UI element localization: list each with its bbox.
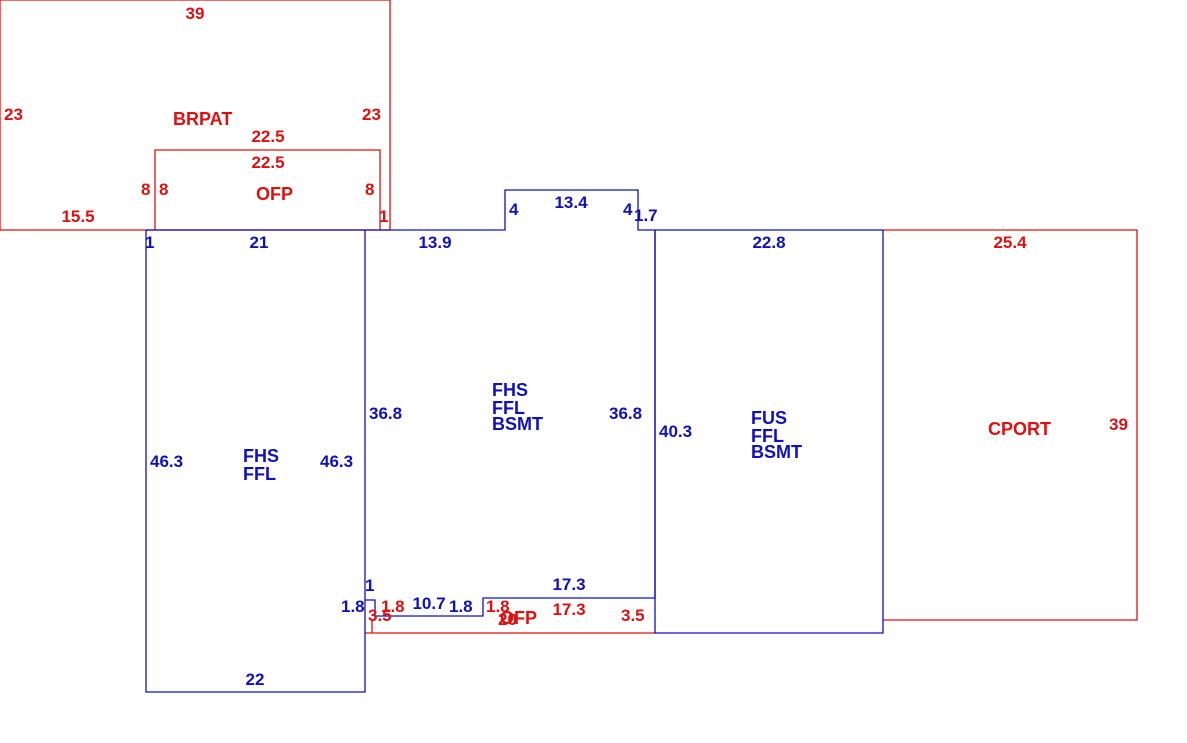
middle-dim-top-right: 1.7	[634, 206, 658, 225]
brpat-dim-right: 23	[362, 105, 381, 124]
west-dim-left: 46.3	[150, 452, 183, 471]
west-label-1: FHS	[243, 446, 279, 466]
cport-label: CPORT	[988, 419, 1051, 439]
middle-label-1: FHS	[492, 380, 528, 400]
ofp-top-dim-left: 8	[159, 180, 168, 199]
middle-dim-bump-right: 4	[623, 200, 633, 219]
ofp-bottom-label: OFP	[500, 608, 537, 628]
west-dim-bottom: 22	[246, 670, 265, 689]
middle-label-3: BSMT	[492, 414, 543, 434]
brpat-dim-left: 23	[4, 105, 23, 124]
brpat-label: BRPAT	[173, 109, 232, 129]
ofp-bottom-dim-left: 3.5	[368, 606, 392, 625]
brpat-dim-notch-right: 1	[379, 207, 388, 226]
cport-outline	[883, 229, 1138, 621]
east-label-1: FUS	[751, 408, 787, 428]
blue-outlines	[145, 189, 884, 693]
ofp-top-dim-top: 22.5	[251, 153, 284, 172]
red-outlines	[0, 0, 1138, 634]
east-dim-left: 40.3	[659, 422, 692, 441]
west-dim-top: 21	[250, 233, 269, 252]
ofp-bottom-dim-center: 20	[498, 610, 517, 629]
middle-dim-bottom-e: 1.8	[486, 597, 510, 616]
west-dim-top-corner: 1	[145, 233, 154, 252]
east-dim-top: 22.8	[752, 233, 785, 252]
ofp-top-outline	[154, 149, 381, 230]
east-label-3: BSMT	[751, 442, 802, 462]
middle-dim-bottom-d: 1.8	[449, 597, 473, 616]
west-dim-right: 46.3	[320, 452, 353, 471]
ofp-top-dim-right: 8	[365, 180, 374, 199]
middle-dim-bottom: 17.3	[552, 575, 585, 594]
east-label-2: FFL	[751, 426, 784, 446]
middle-dim-bottom-step: 1	[365, 576, 374, 595]
middle-dim-bottom-c: 10.7	[412, 594, 445, 613]
west-wing-outline	[145, 229, 366, 693]
ofp-bottom-dim-bottom: 17.3	[552, 600, 585, 619]
middle-dim-bump-top: 13.4	[554, 193, 588, 212]
middle-dim-top-left: 13.9	[418, 233, 451, 252]
brpat-dim-notch-left: 8	[141, 180, 150, 199]
east-wing-outline	[654, 229, 884, 634]
middle-dim-right: 36.8	[609, 404, 642, 423]
ofp-top-label: OFP	[256, 184, 293, 204]
brpat-dim-bottom-left: 15.5	[61, 207, 94, 226]
west-label-2: FFL	[243, 464, 276, 484]
middle-dim-left: 36.8	[369, 404, 402, 423]
ofp-bottom-dim-right: 3.5	[621, 606, 645, 625]
middle-label-2: FFL	[492, 398, 525, 418]
cport-dim-right: 39	[1109, 415, 1128, 434]
middle-dim-bump-left: 4	[509, 200, 519, 219]
cport-dim-top: 25.4	[993, 233, 1027, 252]
middle-dim-bottom-a: 1.8	[341, 597, 365, 616]
brpat-dim-bottom-inner: 22.5	[251, 127, 284, 146]
middle-dim-bottom-b: 1.8	[381, 597, 405, 616]
brpat-dim-top: 39	[186, 4, 205, 23]
